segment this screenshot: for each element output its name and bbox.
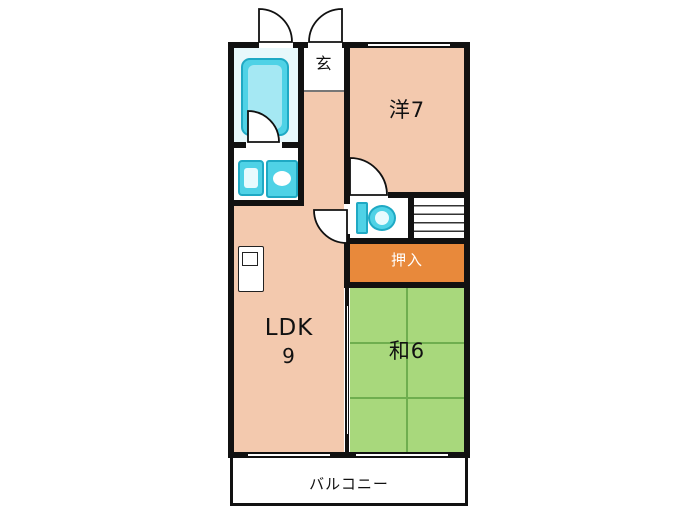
western-room-window: [368, 43, 450, 47]
door-swing-arc-western-room: [349, 157, 388, 196]
wall-western-bottom: [344, 192, 464, 198]
genkan-step: [304, 48, 344, 92]
entrance-label: 玄: [315, 54, 333, 73]
washing-machine-icon: [238, 160, 264, 196]
japanese-balcony-window: [356, 453, 448, 457]
toilet-tank: [356, 202, 368, 234]
door-swing-arc-bathroom: [247, 110, 280, 143]
wall-right: [464, 42, 470, 458]
kitchen-sink: [242, 252, 258, 266]
washing-machine-inner: [244, 168, 258, 188]
door-swing-arc-entrance-right: [308, 8, 343, 43]
tatami-grid-line: [350, 397, 464, 399]
wall-hall-right: [344, 48, 350, 288]
kitchen-counter-icon: [238, 246, 264, 292]
wall-bottom: [228, 452, 470, 458]
door-swing-arc-toilet: [313, 209, 348, 244]
sliding-door-line: [345, 306, 347, 434]
balcony-outline: [230, 452, 468, 506]
wall-left: [228, 42, 234, 458]
wall-washroom-bottom: [234, 200, 304, 206]
ldk-balcony-window: [248, 453, 330, 457]
washbasin-bowl: [273, 171, 291, 186]
closet-area: [350, 244, 464, 282]
ldk-label: LDK: [264, 315, 314, 341]
wall-ldk-japanese-bottom: [345, 434, 349, 452]
entrance-left-door-opening: [259, 42, 293, 48]
tatami-grid-line: [406, 288, 408, 452]
wall-ldk-japanese-top: [345, 288, 349, 306]
bathroom-door-opening: [246, 142, 282, 148]
western-room-label: 洋7: [388, 98, 426, 122]
toilet-bowl: [375, 211, 389, 225]
wall-closet-bottom: [344, 282, 464, 288]
wall-toilet-bottom: [344, 238, 464, 244]
door-swing-arc-entrance-left: [258, 8, 293, 43]
wall-bath-right: [298, 48, 304, 206]
storage-shelves: [414, 198, 464, 238]
ldk-size-label: 9: [282, 344, 296, 368]
entrance-right-door-opening: [308, 42, 342, 48]
balcony-label: バルコニー: [309, 475, 389, 493]
closet-label: 押入: [390, 251, 423, 269]
wall-toilet-right: [408, 198, 414, 238]
tatami-grid-line: [350, 342, 464, 344]
sliding-door-line: [347, 306, 350, 434]
toilet-icon: [368, 205, 396, 231]
japanese-room-label: 和6: [388, 339, 426, 363]
wall-top: [228, 42, 470, 48]
washbasin-icon: [266, 160, 298, 198]
